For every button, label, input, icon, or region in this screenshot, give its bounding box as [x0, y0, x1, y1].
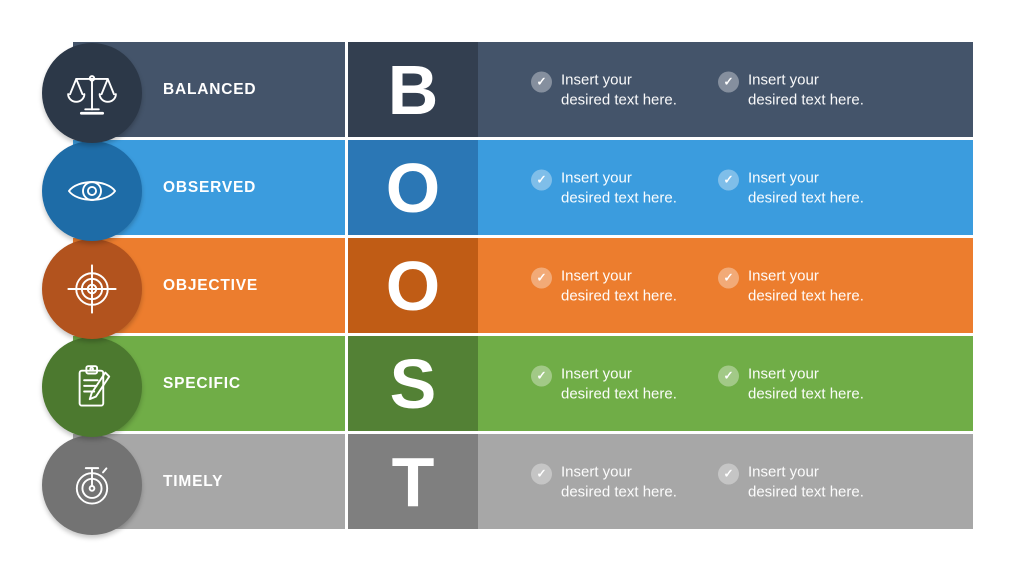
bullet-item: ✓ Insert your desired text here. — [718, 70, 864, 111]
check-icon: ✓ — [531, 169, 552, 190]
check-icon: ✓ — [718, 71, 739, 92]
letter-cell: O — [345, 238, 478, 333]
placeholder-text: Insert your desired text here. — [561, 365, 677, 403]
eye-icon — [42, 140, 142, 241]
placeholder-text: Insert your desired text here. — [748, 267, 864, 305]
placeholder-text: Insert your desired text here. — [561, 267, 677, 305]
check-icon: ✓ — [718, 169, 739, 190]
placeholder-text: Insert your desired text here. — [748, 463, 864, 501]
check-icon: ✓ — [531, 267, 552, 288]
row-balanced: BALANCED B ✓ Insert your desired text he… — [42, 42, 973, 143]
row-label: BALANCED — [163, 80, 257, 98]
check-icon: ✓ — [718, 267, 739, 288]
row-objective: OBJECTIVE O ✓ Insert your desired text h… — [42, 238, 973, 339]
row-observed: OBSERVED O ✓ Insert your desired text he… — [42, 140, 973, 241]
scales-icon-svg — [67, 74, 117, 115]
bullet-item: ✓ Insert your desired text here. — [531, 70, 677, 111]
bullet-item: ✓ Insert your desired text here. — [718, 462, 864, 503]
placeholder-text: Insert your desired text here. — [561, 169, 677, 207]
letter-cell: T — [345, 434, 478, 529]
row-label: OBJECTIVE — [163, 276, 259, 294]
acronym-letter: T — [391, 442, 435, 521]
bullet-item: ✓ Insert your desired text here. — [531, 364, 677, 405]
check-icon: ✓ — [718, 463, 739, 484]
acronym-letter: O — [385, 246, 441, 325]
placeholder-text: Insert your desired text here. — [748, 169, 864, 207]
scales-icon — [42, 42, 142, 143]
bullet-item: ✓ Insert your desired text here. — [718, 266, 864, 307]
row-timely: TIMELY T ✓ Insert your desired text here… — [42, 434, 973, 535]
bullet-item: ✓ Insert your desired text here. — [718, 168, 864, 209]
check-icon: ✓ — [531, 365, 552, 386]
row-label: SPECIFIC — [163, 374, 241, 392]
row-label: TIMELY — [163, 472, 224, 490]
placeholder-text: Insert your desired text here. — [561, 71, 677, 109]
acronym-letter: S — [389, 344, 437, 423]
check-icon: ✓ — [531, 71, 552, 92]
eye-icon-svg — [67, 180, 117, 201]
row-label: OBSERVED — [163, 178, 257, 196]
letter-cell: B — [345, 42, 478, 137]
stopwatch-icon — [42, 434, 142, 535]
letter-cell: O — [345, 140, 478, 235]
target-icon-svg — [67, 263, 117, 314]
target-icon — [42, 238, 142, 339]
acronym-letter: O — [385, 148, 441, 227]
bullet-item: ✓ Insert your desired text here. — [531, 462, 677, 503]
bullet-item: ✓ Insert your desired text here. — [531, 168, 677, 209]
check-icon: ✓ — [718, 365, 739, 386]
stopwatch-icon-svg — [75, 466, 109, 505]
acronym-letter: B — [387, 50, 439, 129]
placeholder-text: Insert your desired text here. — [748, 365, 864, 403]
bullet-item: ✓ Insert your desired text here. — [531, 266, 677, 307]
row-specific: SPECIFIC S ✓ Insert your desired text he… — [42, 336, 973, 437]
boost-table: BALANCED B ✓ Insert your desired text he… — [42, 42, 973, 535]
bullet-item: ✓ Insert your desired text here. — [718, 364, 864, 405]
placeholder-text: Insert your desired text here. — [748, 71, 864, 109]
clipboard-pencil-icon — [42, 336, 142, 437]
placeholder-text: Insert your desired text here. — [561, 463, 677, 501]
clipboard-pencil-icon-svg — [78, 364, 111, 407]
letter-cell: S — [345, 336, 478, 431]
check-icon: ✓ — [531, 463, 552, 484]
